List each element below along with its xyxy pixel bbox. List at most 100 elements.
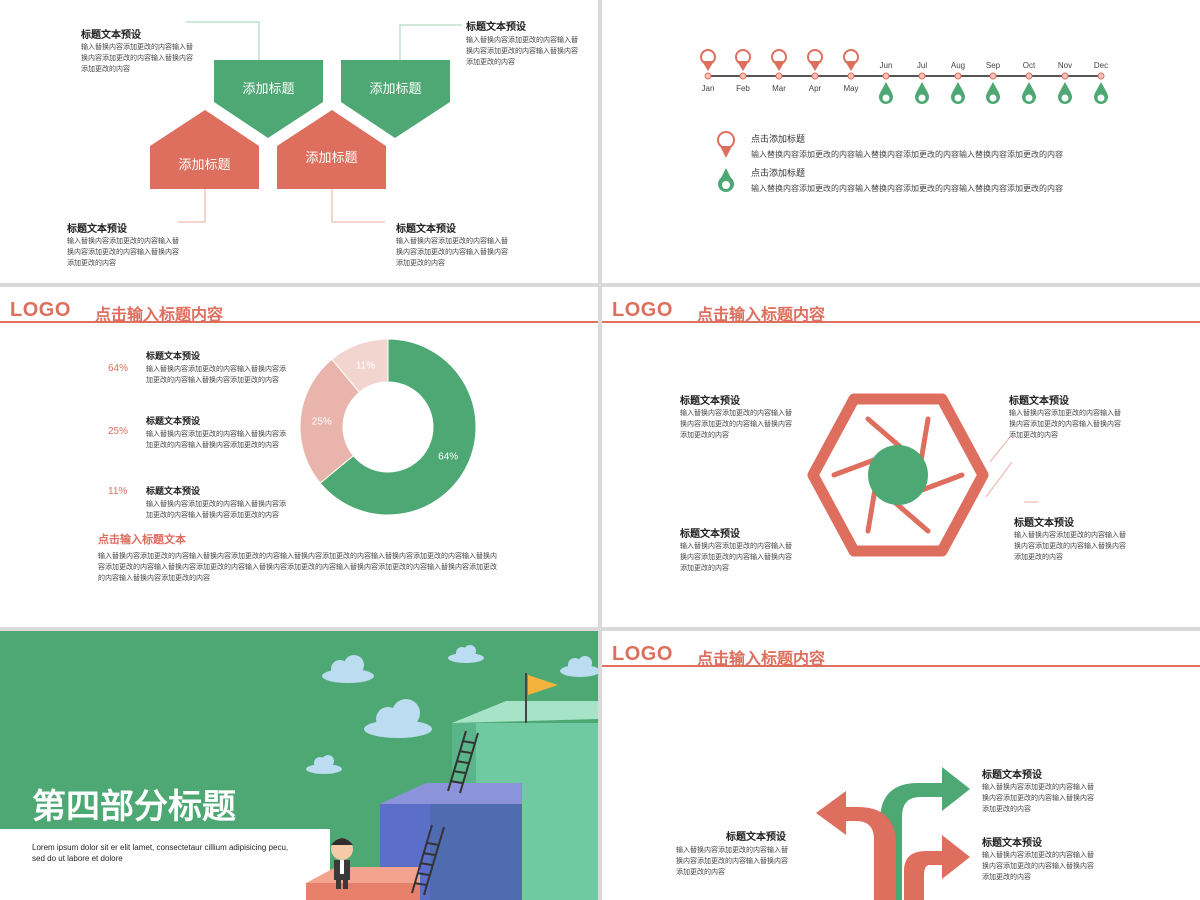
- businessman-icon: [331, 838, 353, 889]
- green-drop-icon: [1058, 72, 1072, 104]
- title-divider: [602, 665, 1200, 667]
- title-divider: [0, 321, 598, 323]
- slide-title: 点击输入标题内容: [95, 307, 224, 324]
- salmon-pin-icon: [735, 49, 751, 80]
- slide-section-title: 第四部分标题 Lorem ipsum dolor sit er elit lam…: [0, 631, 598, 900]
- cloud-icons: [306, 645, 598, 774]
- percent-label: 25%: [108, 426, 129, 437]
- shape-label-2: 添加标题: [369, 81, 422, 96]
- block-heading: 标题文本预设: [466, 22, 526, 33]
- month-label: Dec: [1093, 61, 1109, 70]
- arrow-shapes-graphic: [150, 21, 462, 223]
- month-label: Jul: [916, 61, 928, 70]
- green-drop-icon: [1022, 72, 1036, 104]
- block-body: 输入替换内容添加更改的内容输入替换内容添加更改的内容输入替换内容添加更改的内容: [67, 238, 179, 267]
- month-label: Feb: [736, 84, 750, 93]
- item-heading: 标题文本预设: [146, 351, 201, 361]
- salmon-arrow-shape-2: [277, 110, 386, 189]
- salmon-pin-icon: [807, 49, 823, 80]
- green-drop-icon: [915, 72, 929, 104]
- block-heading: 标题文本预设: [726, 832, 786, 843]
- block-heading: 标题文本预设: [81, 30, 141, 41]
- salmon-arrow-shape-1: [150, 110, 259, 189]
- block-body: 输入替换内容添加更改的内容输入替换内容添加更改的内容输入替换内容添加更改的内容: [1009, 410, 1121, 439]
- subtitle: 点击输入标题文本: [98, 534, 186, 546]
- title-divider: [602, 321, 1200, 323]
- block-heading: 标题文本预设: [396, 224, 456, 235]
- block-heading: 标题文本预设: [1009, 396, 1069, 407]
- block-body: 输入替换内容添加更改的内容输入替换内容添加更改的内容输入替换内容添加更改的内容: [1014, 532, 1126, 561]
- salmon-arrow-right-icon: [904, 835, 970, 900]
- donut-slice: [299, 358, 361, 484]
- green-drop-icon: [1094, 72, 1108, 104]
- shape-label-1: 添加标题: [242, 81, 295, 96]
- block-body: 输入替换内容添加更改的内容输入替换内容添加更改的内容输入替换内容添加更改的内容: [982, 784, 1094, 813]
- donut-slice: [319, 338, 477, 516]
- block-body: 输入替换内容添加更改的内容输入替换内容添加更改的内容输入替换内容添加更改的内容: [396, 238, 508, 267]
- hexagon-shutter-graphic: [807, 393, 1038, 557]
- green-arrow-shape-2: [341, 60, 450, 138]
- legend-body: 输入替换内容添加更改的内容输入替换内容添加更改的内容输入替换内容添加更改的内容: [751, 184, 1063, 193]
- paragraph: 输入替换内容添加更改的内容输入替换内容添加更改的内容输入替换内容添加更改的内容输…: [98, 553, 497, 582]
- block-heading: 标题文本预设: [982, 770, 1042, 781]
- slide-branch-arrows: LOGO 点击输入标题内容 标题文本预设 输入替换内容添加更改的内容输入替换内容…: [602, 631, 1200, 900]
- branch-arrows-graphic: [816, 767, 970, 900]
- month-label: May: [843, 84, 859, 93]
- donut-chart: 64% 25% 11%: [299, 338, 477, 516]
- percent-label: 64%: [108, 363, 129, 374]
- green-drop-icon: [879, 72, 893, 104]
- donut-slice: [331, 338, 389, 394]
- block-heading: 标题文本预设: [67, 224, 127, 235]
- legend-title: 点击添加标题: [751, 168, 806, 178]
- block-body: 输入替换内容添加更改的内容输入替换内容添加更改的内容输入替换内容添加更改的内容: [982, 852, 1094, 881]
- month-label: Mar: [772, 84, 786, 93]
- donut-slice-label: 11%: [356, 360, 375, 371]
- green-drop-icon: [986, 72, 1000, 104]
- slide-arrow-shapes: 添加标题 添加标题 添加标题 添加标题 标题文本预设 输入替换内容添加更改的内容…: [0, 0, 598, 283]
- month-label: Nov: [1057, 61, 1073, 70]
- month-label: Jan: [701, 84, 715, 93]
- item-body: 输入替换内容添加更改的内容输入替换内容添加更改的内容输入替换内容添加更改的内容: [146, 501, 286, 519]
- legend-title: 点击添加标题: [751, 134, 806, 144]
- green-arrow-shape-1: [214, 60, 323, 138]
- item-body: 输入替换内容添加更改的内容输入替换内容添加更改的内容输入替换内容添加更改的内容: [146, 431, 286, 449]
- month-label: Aug: [950, 61, 966, 70]
- donut-slice-label: 25%: [312, 417, 332, 428]
- item-body: 输入替换内容添加更改的内容输入替换内容添加更改的内容输入替换内容添加更改的内容: [146, 366, 286, 384]
- slide-donut: LOGO 点击输入标题内容 64% 标题文本预设 输入替换内容添加更改的内容输入…: [0, 287, 598, 627]
- legend-body: 输入替换内容添加更改的内容输入替换内容添加更改的内容输入替换内容添加更改的内容: [751, 150, 1063, 159]
- percent-label: 11%: [108, 486, 128, 497]
- month-label: Apr: [808, 84, 822, 93]
- shape-label-4: 添加标题: [305, 150, 358, 165]
- slide-hexagon: LOGO 点击输入标题内容 标题文本预设 输入替换内容添加更改的内容输入替换内容…: [602, 287, 1200, 627]
- block-heading: 标题文本预设: [1014, 518, 1074, 529]
- item-heading: 标题文本预设: [146, 486, 201, 496]
- green-drop-icon: [951, 72, 965, 104]
- shape-label-3: 添加标题: [178, 157, 231, 172]
- logo: LOGO: [612, 299, 673, 321]
- salmon-pin-icon: [700, 49, 716, 80]
- timeline-graphic: [700, 49, 1108, 104]
- block-heading: 标题文本预设: [982, 838, 1042, 849]
- block-heading: 标题文本预设: [680, 529, 740, 540]
- flag-icon: [528, 675, 558, 695]
- salmon-pin-icon: [771, 49, 787, 80]
- logo: LOGO: [10, 299, 71, 321]
- green-arrow-right-icon: [880, 767, 970, 900]
- item-heading: 标题文本预设: [146, 416, 201, 426]
- month-label: Jun: [879, 61, 893, 70]
- slide-title: 点击输入标题内容: [697, 307, 826, 324]
- salmon-arrow-left-icon: [816, 791, 896, 900]
- block-body: 输入替换内容添加更改的内容输入替换内容添加更改的内容输入替换内容添加更改的内容: [466, 37, 578, 66]
- donut-slice-label: 64%: [438, 451, 458, 462]
- logo: LOGO: [612, 643, 673, 665]
- month-label: Oct: [1022, 61, 1036, 70]
- decorative-lines: [985, 436, 1038, 503]
- lorem-text: Lorem ipsum dolor sit er elit lamet, con…: [32, 843, 289, 863]
- block-heading: 标题文本预设: [680, 396, 740, 407]
- slide-title: 点击输入标题内容: [697, 651, 826, 668]
- stairs-illustration: [0, 645, 598, 900]
- block-body: 输入替换内容添加更改的内容输入替换内容添加更改的内容输入替换内容添加更改的内容: [680, 543, 792, 572]
- block-body: 输入替换内容添加更改的内容输入替换内容添加更改的内容输入替换内容添加更改的内容: [81, 44, 193, 73]
